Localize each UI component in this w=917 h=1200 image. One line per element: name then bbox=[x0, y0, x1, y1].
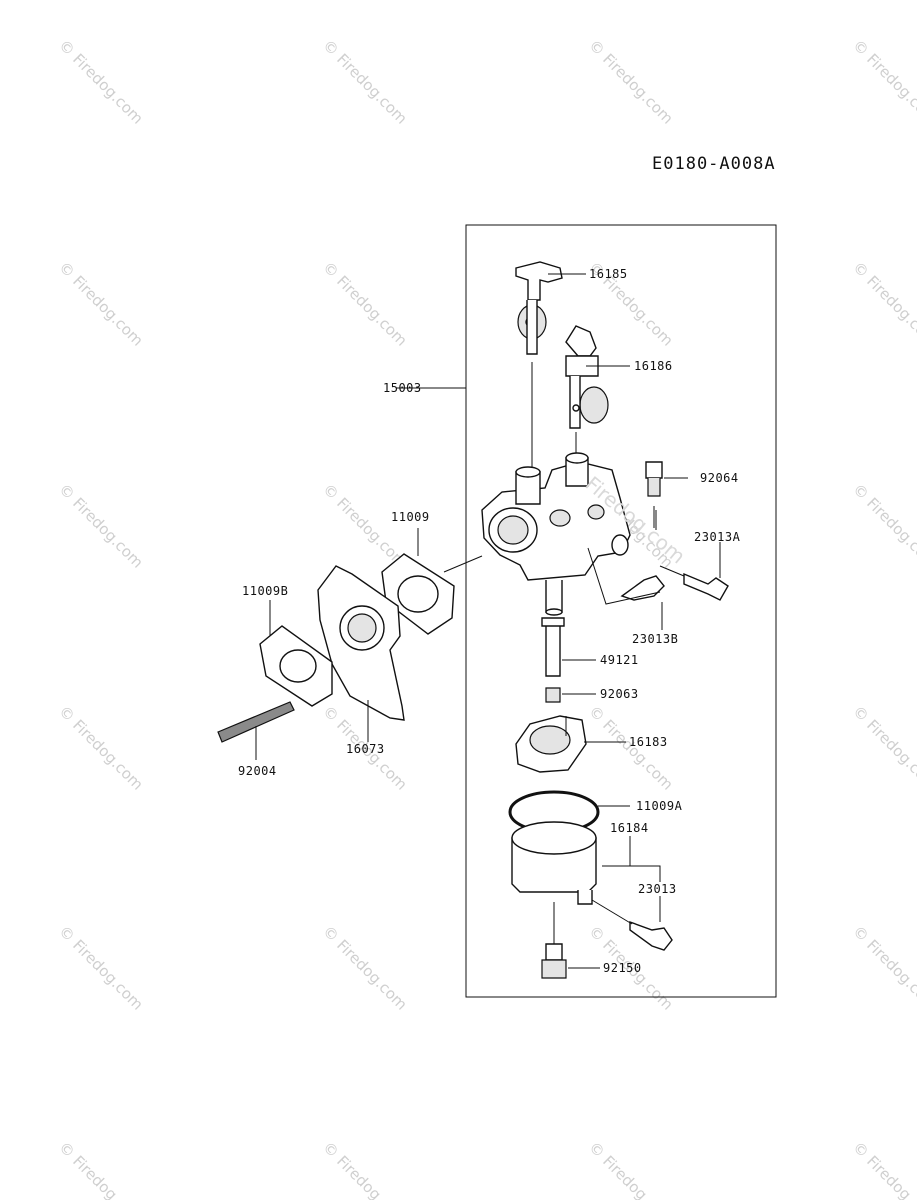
part-carburetor-body bbox=[462, 387, 631, 616]
part-screw-92064 bbox=[645, 461, 663, 528]
label-23013A: 23013A bbox=[694, 530, 741, 544]
watermark-text: © Firedog.com bbox=[849, 480, 917, 572]
label-23013: 23013 bbox=[638, 882, 677, 896]
part-gasket-11009B bbox=[259, 600, 333, 707]
label-49121: 49121 bbox=[600, 653, 639, 667]
part-float bbox=[515, 715, 587, 773]
part-stud-bolt bbox=[217, 701, 295, 760]
watermark-text: © Firedog.com bbox=[849, 1138, 917, 1200]
watermark-layer: © Firedog.com © Firedog.com © Firedog.com ©… bbox=[55, 36, 917, 1200]
watermark-text: © Firedog.com bbox=[849, 922, 917, 1014]
diagram-code: E0180-A008A bbox=[652, 154, 776, 174]
label-92150: 92150 bbox=[603, 961, 642, 975]
leader-lines bbox=[396, 273, 721, 969]
part-screw-23013 bbox=[591, 899, 673, 951]
part-screw-23013A bbox=[659, 565, 729, 601]
watermark-text: © Firedog.com bbox=[585, 1138, 677, 1200]
assembly-frame bbox=[465, 224, 777, 998]
part-throttle-shaft bbox=[515, 261, 563, 480]
watermark-text: © Firedog.com bbox=[585, 36, 677, 128]
label-11009: 11009 bbox=[391, 510, 430, 524]
watermark-text: © Firedog.com bbox=[55, 702, 147, 794]
watermark-text: © Firedog.com bbox=[55, 36, 147, 128]
part-float-bowl bbox=[511, 821, 597, 905]
label-16185: 16185 bbox=[589, 267, 628, 281]
watermark-text: © Firedog.com bbox=[319, 922, 411, 1014]
part-labels: 16185 16186 15003 92064 11009 23013A 110… bbox=[238, 267, 741, 975]
watermark-text: © Firedog.com bbox=[319, 36, 411, 128]
label-11009B: 11009B bbox=[242, 584, 288, 598]
watermark-text: © Firedog.com bbox=[319, 480, 411, 572]
label-92004: 92004 bbox=[238, 764, 277, 778]
watermark-text: © Firedog.com bbox=[849, 702, 917, 794]
part-choke-shaft bbox=[565, 325, 609, 462]
label-16184: 16184 bbox=[610, 821, 649, 835]
watermark-text: © Firedog.com bbox=[849, 258, 917, 350]
part-screw-23013B bbox=[587, 547, 665, 605]
watermark-text: © Firedog.com bbox=[319, 258, 411, 350]
part-nozzle-92063 bbox=[545, 687, 561, 703]
part-insulator-gasket bbox=[381, 553, 483, 635]
watermark-text: © Firedog.com bbox=[55, 480, 147, 572]
watermark-text: © Firedog.com bbox=[319, 1138, 411, 1200]
part-drain-bolt bbox=[541, 902, 567, 979]
label-92064: 92064 bbox=[700, 471, 739, 485]
label-16186: 16186 bbox=[634, 359, 673, 373]
label-15003: 15003 bbox=[383, 381, 422, 395]
watermark-text: © Firedog.com bbox=[55, 1138, 147, 1200]
watermark-text: © Firedog.com bbox=[55, 922, 147, 1014]
label-92063: 92063 bbox=[600, 687, 639, 701]
label-11009A: 11009A bbox=[636, 799, 683, 813]
watermark-text: © Firedog.com bbox=[55, 258, 147, 350]
label-23013B: 23013B bbox=[632, 632, 678, 646]
part-insulator-plate bbox=[317, 565, 405, 742]
label-16183: 16183 bbox=[629, 735, 668, 749]
label-16073: 16073 bbox=[346, 742, 385, 756]
part-main-jet bbox=[541, 617, 565, 677]
watermark-text: © Firedog.com bbox=[849, 36, 917, 128]
